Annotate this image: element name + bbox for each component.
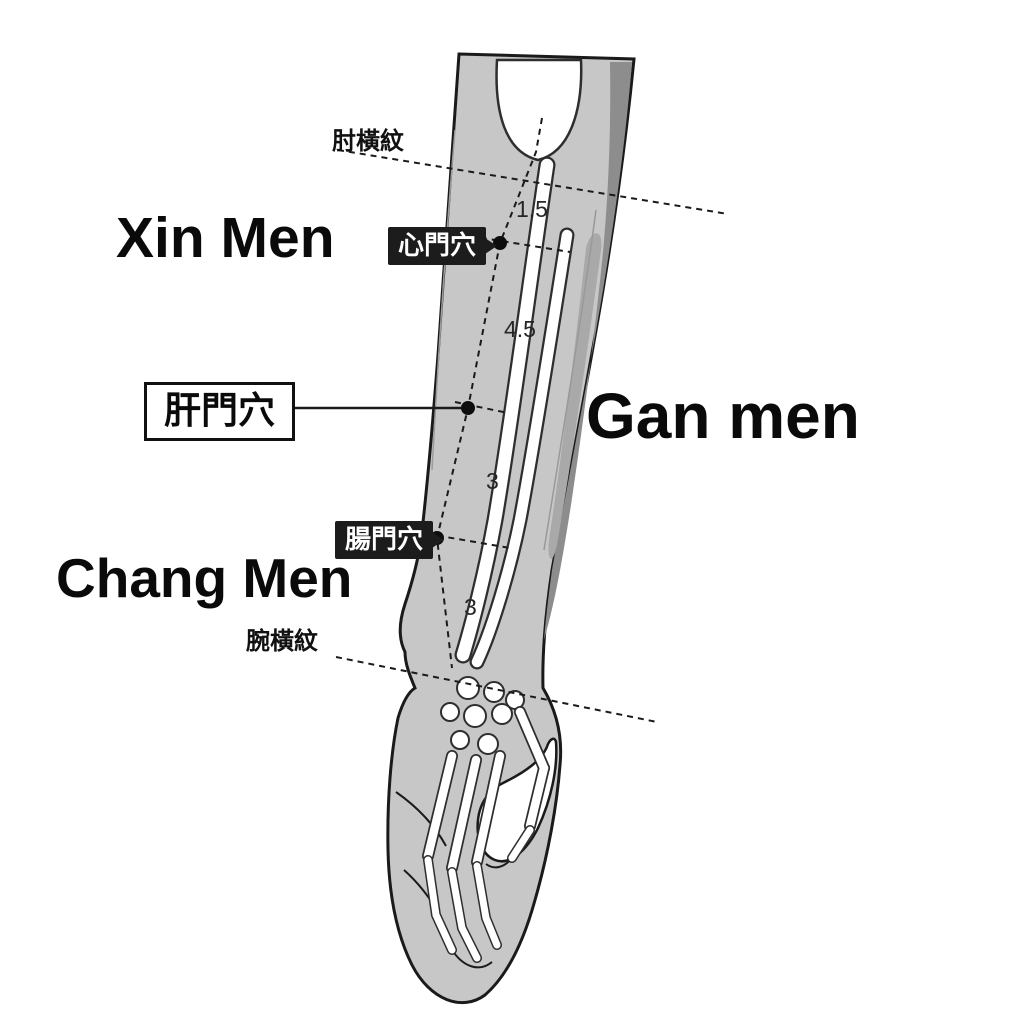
ganmen-box-label: 肝門穴 bbox=[164, 390, 275, 431]
radius bbox=[471, 229, 573, 668]
changmen-caption: Chang Men bbox=[56, 547, 353, 609]
finger-crease-1 bbox=[395, 791, 447, 847]
humerus bbox=[495, 58, 583, 162]
xinmen-badge: 心門穴 bbox=[388, 227, 498, 265]
ganmen-box: 肝門穴 bbox=[144, 382, 295, 441]
wrist-crease-label: 腕橫紋 bbox=[246, 628, 318, 655]
ganmen-caption: Gan men bbox=[586, 380, 860, 452]
forearm-shading-dark bbox=[544, 62, 632, 640]
thumb-curl-gap bbox=[476, 737, 558, 863]
measurement-line bbox=[435, 117, 543, 669]
muscle-contour-left bbox=[431, 129, 456, 471]
xinmen-badge-pointer bbox=[485, 237, 498, 254]
measurement-gan-to-chang: 3 bbox=[486, 468, 499, 494]
forearm-shading-mid bbox=[548, 233, 602, 559]
changmen-tick bbox=[404, 529, 511, 549]
measurement-elbow-to-xin: 1.5 bbox=[516, 196, 548, 222]
ulna bbox=[456, 158, 554, 662]
bones bbox=[422, 58, 583, 963]
phalanges bbox=[424, 826, 534, 962]
metacarpals bbox=[423, 707, 549, 873]
changmen-badge: 腸門穴 bbox=[335, 521, 445, 559]
changmen-badge-label: 腸門穴 bbox=[345, 524, 424, 554]
xinmen-caption: Xin Men bbox=[116, 206, 335, 270]
muscle-contour-right bbox=[543, 209, 597, 551]
measurement-chang-to-wrist: 3 bbox=[464, 594, 477, 620]
ganmen-point-dot bbox=[461, 401, 475, 415]
changmen-badge-pointer bbox=[432, 531, 445, 548]
elbow-crease-label: 肘橫紋 bbox=[332, 128, 404, 155]
measurement-xin-to-gan: 4.5 bbox=[504, 316, 536, 342]
ganmen-tick bbox=[454, 401, 509, 414]
xinmen-badge-label: 心門穴 bbox=[398, 230, 477, 260]
carpal-bones bbox=[440, 676, 525, 755]
fingertip-arc bbox=[451, 949, 493, 969]
